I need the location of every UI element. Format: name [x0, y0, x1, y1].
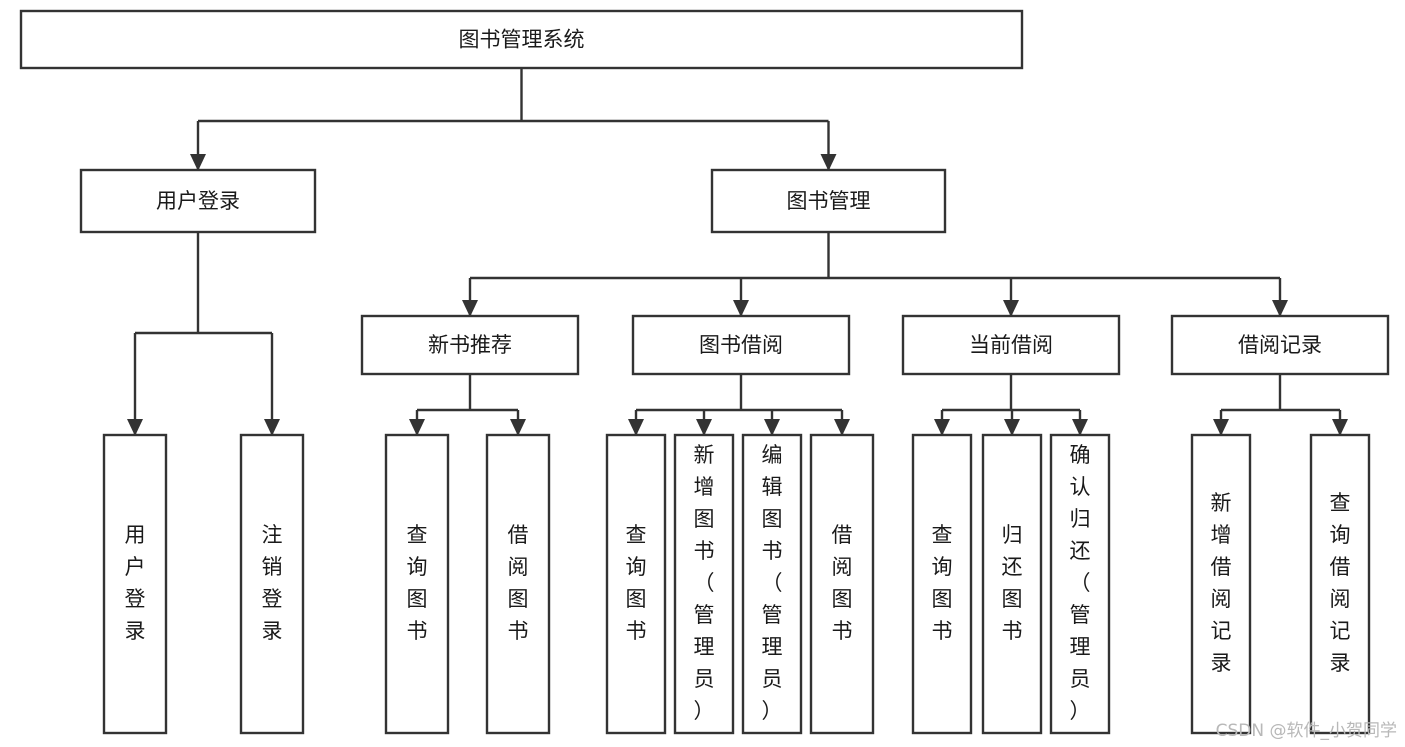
arrowhead-book-borrow-1 [696, 419, 712, 436]
node-label-leaf-query-book-borrow: 查询图书 [626, 523, 647, 643]
node-leaf-return-book[interactable]: 归还图书 [981, 433, 1043, 735]
node-label-leaf-edit-book: 编辑图书（管理员） [762, 443, 783, 723]
node-label-leaf-add-book: 新增图书（管理员） [694, 443, 715, 723]
arrowhead-bookmgmt-0 [462, 300, 478, 317]
node-label-leaf-query-book-recommend: 查询图书 [407, 523, 428, 643]
node-label-root: 图书管理系统 [459, 28, 585, 52]
arrowhead-current-borrow-0 [934, 419, 950, 436]
arrowhead-bookmgmt-3 [1272, 300, 1288, 317]
node-leaf-logout[interactable]: 注销登录 [239, 433, 305, 735]
node-box-current-borrow [901, 314, 1121, 376]
arrowhead-borrow-records-0 [1213, 419, 1229, 436]
node-label-leaf-add-record: 新增借阅记录 [1211, 491, 1232, 675]
node-new-book-recommend[interactable]: 新书推荐 [360, 314, 580, 376]
node-label-leaf-query-record: 查询借阅记录 [1330, 491, 1351, 675]
node-box-user-login [79, 168, 317, 234]
node-label-leaf-confirm-return: 确认归还（管理员） [1070, 443, 1091, 723]
node-leaf-add-record[interactable]: 新增借阅记录 [1190, 433, 1252, 735]
arrowhead-book-borrow-0 [628, 419, 644, 436]
arrowhead-current-borrow-2 [1072, 419, 1088, 436]
node-user-login[interactable]: 用户登录 [79, 168, 317, 234]
arrowhead-userlogin-1 [264, 419, 280, 436]
node-label-leaf-borrow-book-recommend: 借阅图书 [508, 523, 529, 643]
node-box-book-borrow [631, 314, 851, 376]
arrowhead-current-borrow-1 [1004, 419, 1020, 436]
arrowhead-new-book-recommend-0 [409, 419, 425, 436]
node-leaf-add-book[interactable]: 新增图书（管理员） [673, 433, 735, 735]
arrowhead-borrow-records-1 [1332, 419, 1348, 436]
node-box-leaf-query-record [1309, 433, 1371, 735]
node-label-leaf-logout: 注销登录 [262, 523, 283, 643]
node-book-management[interactable]: 图书管理 [710, 168, 947, 234]
arrowhead-root-0 [190, 154, 206, 171]
node-box-leaf-edit-book [741, 433, 803, 735]
node-label-leaf-user-login: 用户登录 [125, 523, 146, 643]
node-leaf-borrow-book-recommend[interactable]: 借阅图书 [485, 433, 551, 735]
arrowhead-userlogin-0 [127, 419, 143, 436]
node-leaf-edit-book[interactable]: 编辑图书（管理员） [741, 433, 803, 735]
node-box-root [19, 9, 1024, 70]
node-label-leaf-query-book-current: 查询图书 [932, 523, 953, 643]
node-leaf-confirm-return[interactable]: 确认归还（管理员） [1049, 433, 1111, 735]
node-box-new-book-recommend [360, 314, 580, 376]
node-leaf-query-record[interactable]: 查询借阅记录 [1309, 433, 1371, 735]
arrowhead-bookmgmt-2 [1003, 300, 1019, 317]
node-leaf-user-login[interactable]: 用户登录 [102, 433, 168, 735]
arrowhead-bookmgmt-1 [733, 300, 749, 317]
node-label-user-login: 用户登录 [156, 189, 240, 213]
node-box-leaf-add-book [673, 433, 735, 735]
node-box-leaf-user-login [102, 433, 168, 735]
node-box-leaf-return-book [981, 433, 1043, 735]
node-box-leaf-logout [239, 433, 305, 735]
node-label-borrow-records: 借阅记录 [1238, 333, 1322, 357]
node-box-leaf-query-book-recommend [384, 433, 450, 735]
node-label-book-management: 图书管理 [787, 189, 871, 213]
arrowhead-new-book-recommend-1 [510, 419, 526, 436]
node-leaf-query-book-current[interactable]: 查询图书 [911, 433, 973, 735]
node-layer: 图书管理系统用户登录图书管理新书推荐图书借阅当前借阅借阅记录用户登录注销登录查询… [19, 9, 1390, 735]
node-box-leaf-borrow-book [809, 433, 875, 735]
node-label-book-borrow: 图书借阅 [699, 333, 783, 357]
node-box-leaf-add-record [1190, 433, 1252, 735]
node-box-book-management [710, 168, 947, 234]
node-current-borrow[interactable]: 当前借阅 [901, 314, 1121, 376]
arrowhead-root-1 [820, 154, 837, 171]
node-borrow-records[interactable]: 借阅记录 [1170, 314, 1390, 376]
node-box-borrow-records [1170, 314, 1390, 376]
node-label-leaf-borrow-book: 借阅图书 [832, 523, 853, 643]
node-leaf-borrow-book[interactable]: 借阅图书 [809, 433, 875, 735]
node-leaf-query-book-borrow[interactable]: 查询图书 [605, 433, 667, 735]
node-label-new-book-recommend: 新书推荐 [428, 333, 512, 357]
connector-layer [127, 68, 1348, 436]
arrowhead-book-borrow-3 [834, 419, 850, 436]
node-label-leaf-return-book: 归还图书 [1002, 523, 1023, 643]
node-box-leaf-borrow-book-recommend [485, 433, 551, 735]
node-book-borrow[interactable]: 图书借阅 [631, 314, 851, 376]
node-label-current-borrow: 当前借阅 [969, 333, 1053, 357]
node-leaf-query-book-recommend[interactable]: 查询图书 [384, 433, 450, 735]
node-box-leaf-query-book-current [911, 433, 973, 735]
arrowhead-book-borrow-2 [764, 419, 780, 436]
node-root[interactable]: 图书管理系统 [19, 9, 1024, 70]
node-box-leaf-query-book-borrow [605, 433, 667, 735]
node-box-leaf-confirm-return [1049, 433, 1111, 735]
